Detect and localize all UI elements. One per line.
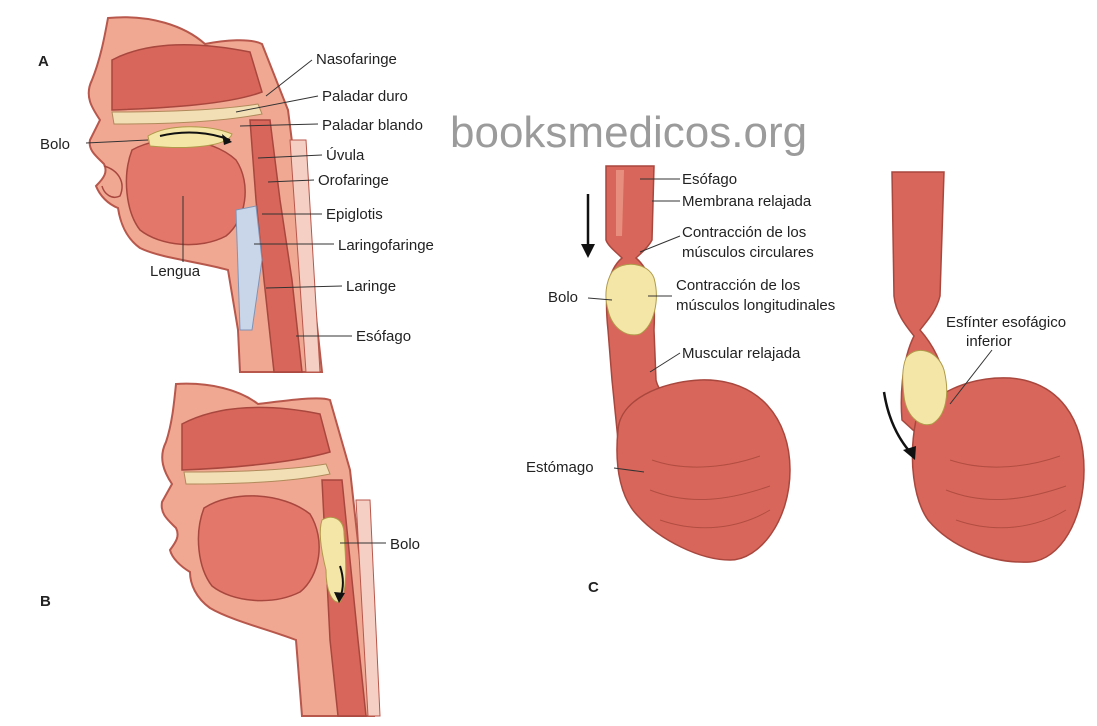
label-laringofaringe: Laringofaringe: [338, 237, 434, 254]
label-bolo-b: Bolo: [390, 536, 420, 553]
panel-label-c: C: [588, 579, 599, 596]
label-contraccion-circulares-2: músculos circulares: [682, 244, 814, 261]
label-paladar-blando: Paladar blando: [322, 117, 423, 134]
panel-label-a: A: [38, 53, 49, 70]
label-laringe: Laringe: [346, 278, 396, 295]
label-muscular-relajada: Muscular relajada: [682, 345, 801, 362]
labels-c-right: Esfínter esofágico inferior: [946, 314, 1066, 350]
label-uvula: Úvula: [326, 147, 365, 164]
bolus-c-right: [903, 350, 947, 424]
down-arrow-icon: [581, 244, 595, 258]
label-esfinter-1: Esfínter esofágico: [946, 314, 1066, 331]
label-esofago-a: Esófago: [356, 328, 411, 345]
label-contraccion-longitudinales-1: Contracción de los: [676, 277, 800, 294]
label-bolo-c: Bolo: [548, 289, 578, 306]
label-epiglotis: Epiglotis: [326, 206, 383, 223]
label-membrana-relajada: Membrana relajada: [682, 193, 812, 210]
watermark-text: booksmedicos.org: [450, 108, 807, 157]
esophagus-right: [884, 172, 1084, 562]
head-section-b: [162, 384, 380, 716]
head-section-a: [89, 17, 322, 372]
label-orofaringe: Orofaringe: [318, 172, 389, 189]
curved-arrow-icon: [903, 446, 916, 460]
label-bolo-a: Bolo: [40, 136, 70, 153]
label-lengua: Lengua: [150, 263, 201, 280]
panel-label-b: B: [40, 593, 51, 610]
tongue-b: [198, 496, 319, 601]
stomach-left: [617, 380, 790, 560]
label-paladar-duro: Paladar duro: [322, 88, 408, 105]
label-estomago: Estómago: [526, 459, 594, 476]
label-esofago-c: Esófago: [682, 171, 737, 188]
tongue-a: [126, 140, 245, 245]
label-contraccion-circulares-1: Contracción de los: [682, 224, 806, 241]
label-esfinter-2: inferior: [966, 333, 1012, 350]
label-nasofaringe: Nasofaringe: [316, 51, 397, 68]
label-contraccion-longitudinales-2: músculos longitudinales: [676, 297, 835, 314]
